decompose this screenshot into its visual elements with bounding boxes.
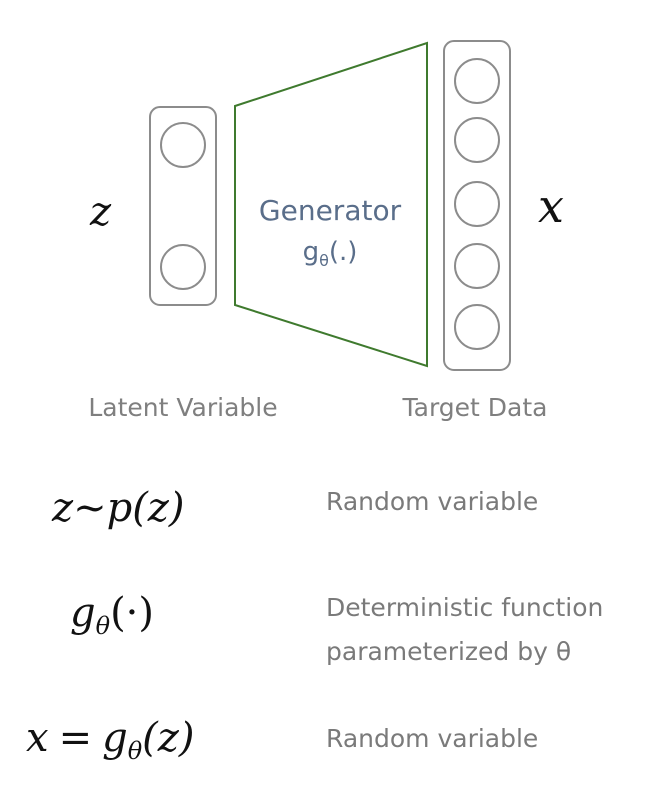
eq3-sub: θ (128, 737, 143, 765)
generator-func-base: g (303, 237, 320, 267)
equation-latent-distribution: z~p(z) (51, 485, 185, 531)
target-node (454, 243, 500, 289)
equation-2-description-line-2: parameterized by θ (326, 637, 571, 666)
eq3-op: = (59, 715, 93, 761)
generator-func-sub: θ (319, 251, 329, 270)
equation-generator-function: gθ(·) (70, 590, 154, 640)
latent-node (160, 244, 206, 290)
target-node (454, 117, 500, 163)
eq1-args: (z) (132, 485, 184, 531)
target-node (454, 181, 500, 227)
target-node (454, 304, 500, 350)
generator-label: Generator (259, 194, 402, 227)
latent-variable-caption: Latent Variable (88, 393, 277, 422)
eq2-args: (·) (110, 590, 154, 636)
target-node (454, 58, 500, 104)
latent-variable-box (149, 106, 217, 306)
generator-func-args: (.) (329, 237, 358, 267)
equation-1-description: Random variable (326, 487, 538, 516)
target-data-box (443, 40, 511, 371)
eq3-lhs: x (26, 715, 49, 761)
eq1-op: ~ (73, 485, 107, 531)
equation-target-mapping: x=gθ(z) (26, 715, 194, 765)
latent-symbol: z (89, 189, 112, 235)
equation-3-description: Random variable (326, 724, 538, 753)
eq2-sub: θ (96, 612, 111, 640)
generator-trapezoid (234, 41, 428, 368)
equation-2-description-line-1: Deterministic function (326, 593, 603, 622)
eq2-func: g (70, 590, 96, 636)
eq3-args: (z) (142, 715, 194, 761)
generator-function-label: gθ(.) (303, 237, 358, 270)
target-symbol: x (538, 179, 564, 233)
eq1-func: p (107, 485, 133, 531)
latent-node (160, 122, 206, 168)
eq1-lhs: z (51, 485, 74, 531)
target-data-caption: Target Data (402, 393, 548, 422)
eq3-func: g (102, 715, 128, 761)
